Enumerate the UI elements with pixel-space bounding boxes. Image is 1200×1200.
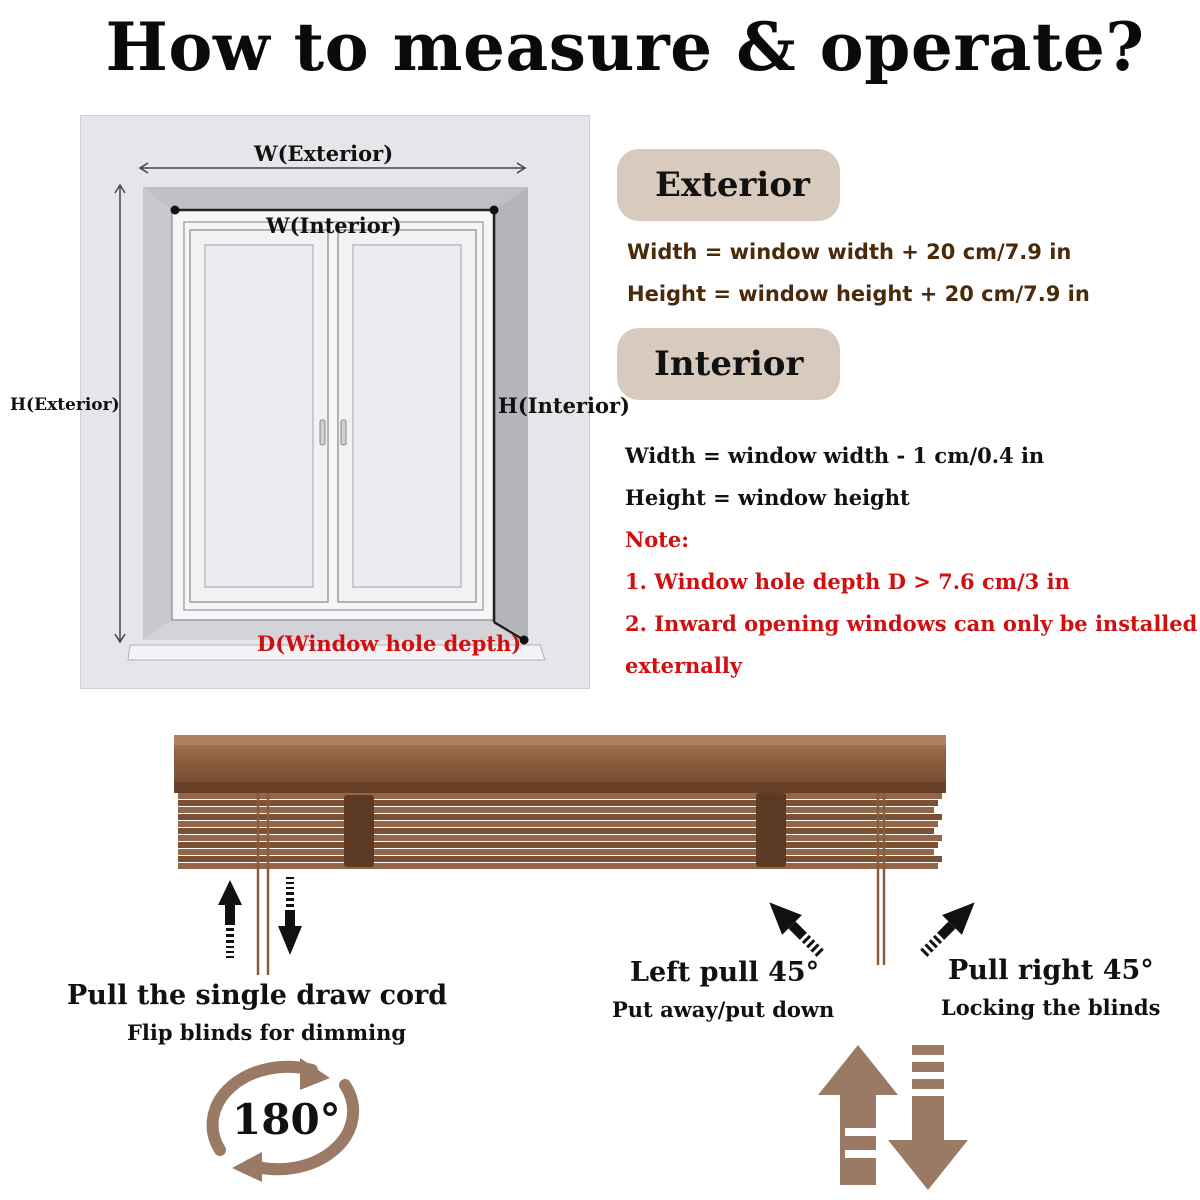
blind-illustration <box>174 735 946 975</box>
blind-slat <box>178 849 934 855</box>
left-pull-subtitle: Put away/put down <box>612 997 835 1022</box>
note-item-2-line-2: externally <box>625 653 743 678</box>
note-item-2-line-1: 2. Inward opening windows can only be in… <box>625 611 1198 636</box>
draw-cord-title: Pull the single draw cord <box>67 980 448 1011</box>
label-h-exterior: H(Exterior) <box>10 395 120 415</box>
blind-slat <box>178 842 938 848</box>
label-depth: D(Window hole depth) <box>257 631 522 656</box>
note-item-1: 1. Window hole depth D > 7.6 cm/3 in <box>625 569 1070 594</box>
blind-slat <box>178 814 942 820</box>
blind-slat <box>178 793 942 799</box>
blind-slat <box>178 835 942 841</box>
diagonal-arrows <box>769 902 975 957</box>
exterior-heading: Exterior <box>655 165 810 205</box>
label-h-interior: H(Interior) <box>498 393 630 418</box>
blind-slat <box>178 800 938 806</box>
exterior-height-formula: Height = window height + 20 cm/7.9 in <box>627 282 1090 306</box>
blind-slat <box>178 821 938 827</box>
cord-up-down-arrows <box>218 877 302 958</box>
blind-slat <box>178 856 942 862</box>
blind-slat <box>178 807 934 813</box>
interior-heading-pill: Interior <box>617 328 840 400</box>
blind-slat <box>178 828 934 834</box>
blind-slat <box>178 863 938 869</box>
label-w-interior: W(Interior) <box>266 213 402 238</box>
label-w-exterior: W(Exterior) <box>254 141 394 166</box>
exterior-heading-pill: Exterior <box>617 149 840 221</box>
right-pull-title: Pull right 45° <box>948 955 1154 986</box>
left-pull-title: Left pull 45° <box>630 957 820 988</box>
note-label: Note: <box>625 527 690 552</box>
interior-heading: Interior <box>654 344 804 384</box>
right-pull-subtitle: Locking the blinds <box>941 995 1161 1020</box>
exterior-width-formula: Width = window width + 20 cm/7.9 in <box>627 240 1072 264</box>
rotation-degree-label: 180° <box>232 1095 341 1144</box>
page-title: How to measure & operate? <box>105 8 1145 86</box>
raise-lower-arrows <box>818 1045 968 1190</box>
draw-cord-subtitle: Flip blinds for dimming <box>127 1020 407 1045</box>
interior-width-formula: Width = window width - 1 cm/0.4 in <box>625 443 1045 468</box>
interior-height-formula: Height = window height <box>625 485 910 510</box>
